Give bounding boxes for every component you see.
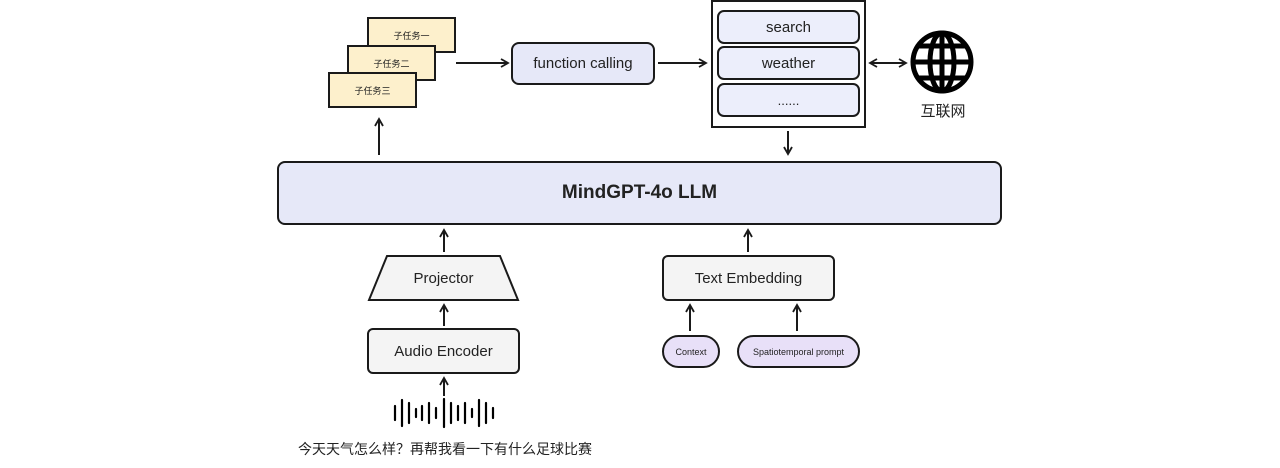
subtask-card-3 — [328, 72, 417, 108]
spatiotemporal-prompt-label: Spatiotemporal prompt — [752, 346, 845, 357]
audio-waveform-icon — [393, 397, 495, 429]
globe-icon — [910, 30, 974, 94]
llm-label: MindGPT-4o LLM — [561, 182, 718, 203]
internet-label: 互联网 — [920, 101, 966, 120]
context-label: Context — [675, 346, 707, 357]
tool-weather-box — [717, 46, 860, 80]
llm-box — [277, 161, 1002, 225]
subtask-label-2: 子任务二 — [373, 59, 410, 70]
text-embedding-box — [662, 255, 835, 301]
projector-label: Projector — [413, 269, 474, 287]
tool-more-box — [717, 83, 860, 117]
tool-search-box — [717, 10, 860, 44]
tool-search-label: search — [765, 18, 812, 36]
projector-shape — [367, 255, 520, 301]
spatiotemporal-prompt-pill — [737, 335, 860, 368]
text-embedding-label: Text Embedding — [694, 269, 803, 287]
subtask-label-3: 子任务三 — [354, 86, 391, 97]
context-pill — [662, 335, 720, 368]
tool-more-label: ...... — [777, 92, 800, 108]
tool-weather-label: weather — [761, 54, 816, 72]
audio-encoder-box — [367, 328, 520, 374]
subtask-label-1: 子任务一 — [393, 31, 430, 42]
audio-encoder-label: Audio Encoder — [394, 342, 493, 360]
user-query-text: 今天天气怎么样？再帮我看一下有什么足球比赛 — [298, 442, 592, 458]
function-calling-label: function calling — [533, 55, 633, 72]
function-calling-box — [511, 42, 655, 85]
